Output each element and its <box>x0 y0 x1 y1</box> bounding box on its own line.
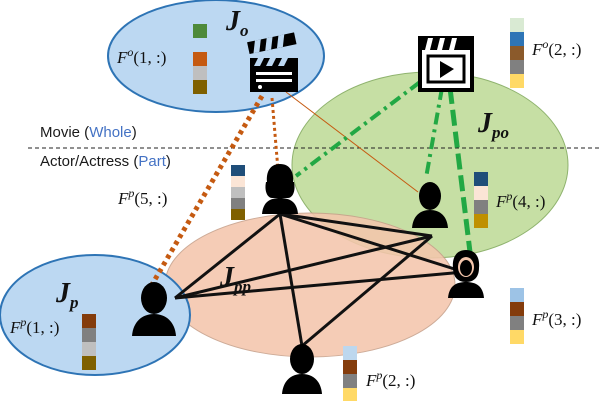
person-3-icon <box>448 250 484 298</box>
fo1-cell-5 <box>193 80 207 94</box>
fp2-cell-2 <box>343 360 357 374</box>
feature-label-fo2: Fo(2, :) <box>531 37 581 59</box>
edge-person5-person3 <box>279 212 465 274</box>
person-2-icon <box>282 344 322 394</box>
person-1-icon <box>132 282 176 336</box>
section-label-actor: Actor/Actress (Part) <box>40 153 171 170</box>
fp3-cell-3 <box>510 316 524 330</box>
clapperboard-icon <box>247 32 298 92</box>
feature-bar-fo2 <box>510 18 524 88</box>
fo1-cell-1 <box>193 24 207 38</box>
fp1-cell-3 <box>82 328 96 342</box>
section-label-movie: Movie (Whole) <box>40 124 137 141</box>
relation-label-jp: Jp <box>55 278 79 312</box>
fo2-cell-1 <box>510 18 524 32</box>
edge-movie1-person1 <box>147 94 265 290</box>
feature-bar-fp1 <box>82 300 96 370</box>
edge-person1-person3 <box>174 270 465 300</box>
feature-label-fp5: Fp(5, :) <box>117 186 167 208</box>
feature-label-fp3: Fp(3, :) <box>531 307 581 329</box>
fp5-cell-1 <box>231 165 245 176</box>
edge-person5-person1 <box>174 212 281 300</box>
relation-label-jpo: Jpo <box>477 108 509 142</box>
feature-bar-fp2 <box>343 346 357 401</box>
fp3-cell-1 <box>510 288 524 302</box>
feature-label-fo1: Fo(1, :) <box>116 45 166 67</box>
edge-movie2-person5 <box>294 80 422 178</box>
fp5-cell-4 <box>231 198 245 209</box>
relation-label-jo: Jo <box>225 6 249 40</box>
edge-person5-person4 <box>279 212 433 238</box>
fp1-cell-2 <box>82 314 96 328</box>
edge-person1-person4 <box>174 234 433 300</box>
video-player-icon <box>418 36 474 92</box>
edge-movie2-person3 <box>447 87 473 253</box>
fp4-cell-1 <box>474 172 488 186</box>
fo2-cell-5 <box>510 74 524 88</box>
fp5-cell-3 <box>231 187 245 198</box>
feature-bar-fp3 <box>510 288 524 344</box>
fp3-cell-4 <box>510 330 524 344</box>
fp2-cell-1 <box>343 346 357 360</box>
feature-label-fp1: Fp(1, :) <box>9 315 59 337</box>
fo1-cell-4 <box>193 66 207 80</box>
edge-movie1-person4 <box>285 91 419 193</box>
fp5-cell-2 <box>231 176 245 187</box>
feature-bar-fp4 <box>474 172 488 228</box>
jpp-edges <box>174 212 465 348</box>
fo1-cell-2 <box>193 38 207 52</box>
fp1-cell-1 <box>82 300 96 314</box>
edge-person2-person4 <box>301 234 433 348</box>
fo2-cell-2 <box>510 32 524 46</box>
edge-movie1-person5 <box>270 97 280 171</box>
fo1-cell-3 <box>193 52 207 66</box>
feature-bar-fo1 <box>193 24 207 94</box>
person-5-icon <box>262 164 298 214</box>
person-4-icon <box>412 182 448 228</box>
fp3-cell-2 <box>510 302 524 316</box>
fp2-cell-3 <box>343 374 357 388</box>
fp5-cell-5 <box>231 209 245 220</box>
fp2-cell-4 <box>343 388 357 401</box>
fp4-cell-3 <box>474 200 488 214</box>
fo2-cell-4 <box>510 60 524 74</box>
fp4-cell-2 <box>474 186 488 200</box>
edge-movie2-person4 <box>424 87 444 179</box>
feature-bar-fp5 <box>231 165 245 220</box>
fp4-cell-4 <box>474 214 488 228</box>
fp1-cell-5 <box>82 356 96 370</box>
edge-person5-person2 <box>278 213 304 347</box>
relation-label-jpp: Jpp <box>219 262 251 296</box>
feature-label-fp2: Fp(2, :) <box>365 368 415 390</box>
fo2-cell-3 <box>510 46 524 60</box>
fp1-cell-4 <box>82 342 96 356</box>
feature-label-fp4: Fp(4, :) <box>495 189 545 211</box>
